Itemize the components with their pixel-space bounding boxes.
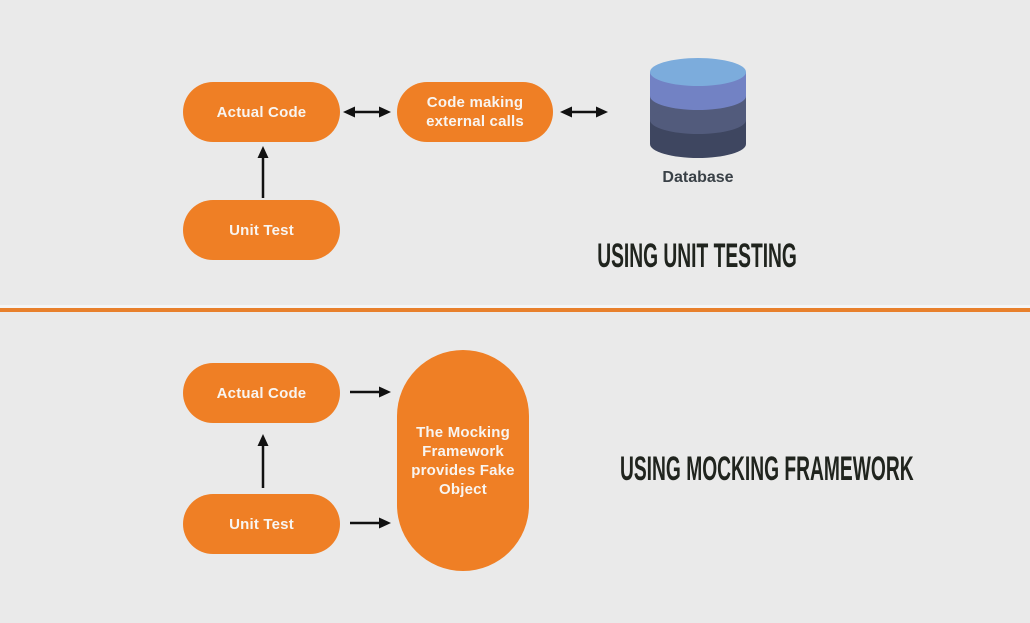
right-arrow-icon	[350, 386, 391, 398]
node-external-calls: Code making external calls	[397, 82, 553, 142]
node-unit-test-bottom: Unit Test	[183, 494, 340, 554]
database-cylinder-icon	[650, 58, 746, 158]
right-arrow-icon	[350, 517, 391, 529]
node-unit-test-top: Unit Test	[183, 200, 340, 260]
node-actual-code-top-label: Actual Code	[216, 103, 307, 121]
double-arrow-icon	[343, 106, 391, 118]
divider-highlight	[0, 305, 1030, 308]
node-unit-test-bottom-label: Unit Test	[229, 515, 294, 533]
up-arrow-icon	[257, 434, 269, 488]
node-actual-code-bottom: Actual Code	[183, 363, 340, 423]
section-title-mocking-framework: USING MOCKING FRAMEWORK	[619, 448, 914, 489]
node-actual-code-top: Actual Code	[183, 82, 340, 142]
node-unit-test-top-label: Unit Test	[229, 221, 294, 239]
section-divider	[0, 308, 1030, 312]
node-mocking-framework: The Mocking Framework provides Fake Obje…	[397, 350, 529, 571]
node-actual-code-bottom-label: Actual Code	[216, 384, 307, 402]
node-mocking-framework-label: The Mocking Framework provides Fake Obje…	[411, 423, 515, 498]
section-title-unit-testing: USING UNIT TESTING	[597, 235, 798, 276]
database-label: Database	[662, 169, 734, 186]
up-arrow-icon	[257, 146, 269, 198]
node-external-calls-label: Code making external calls	[426, 94, 524, 130]
double-arrow-icon	[560, 106, 608, 118]
